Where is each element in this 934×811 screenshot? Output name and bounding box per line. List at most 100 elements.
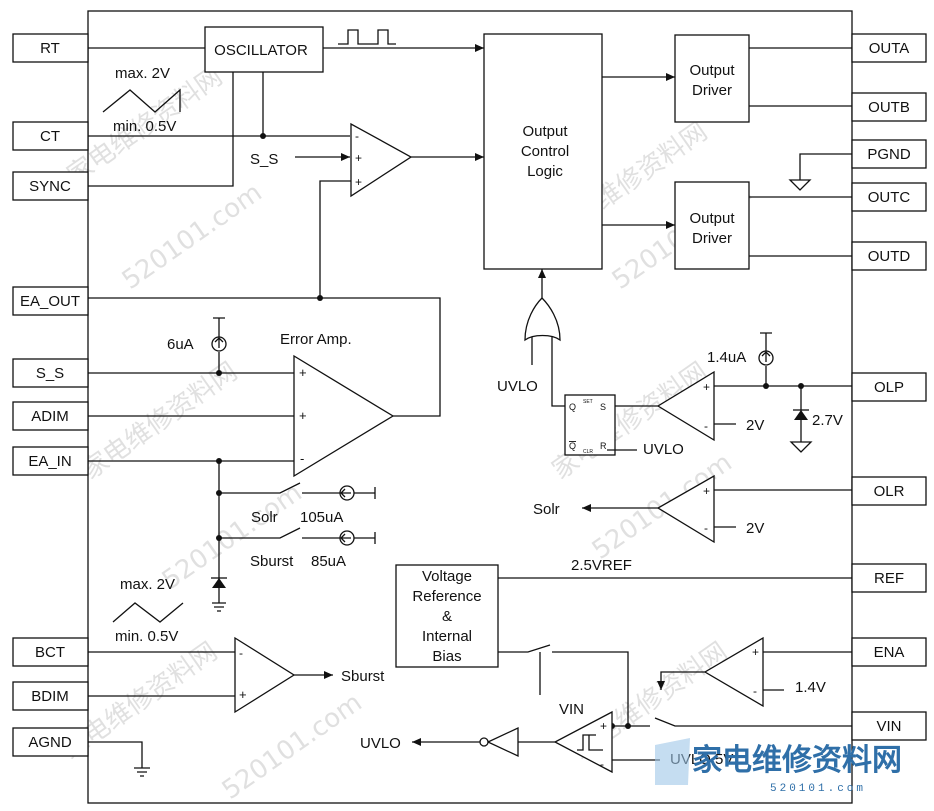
inverter-buffer [486,726,519,758]
hysteresis-icon [577,734,603,751]
pin-ena-label: ENA [874,644,905,661]
sburst-switch-label: Sburst [250,553,294,570]
sburst-out-label: Sburst [341,668,385,685]
pwm-comparator [350,122,413,198]
arrow-head-icon [475,44,484,52]
error-amp-label: Error Amp. [280,331,352,348]
logo-text-url: 520101.com [770,783,866,795]
comp-plus: + [355,175,362,189]
vref-line1: Voltage [422,568,472,585]
pin-olr [851,476,927,506]
pin-pgnd [851,139,927,169]
olr-comparator [656,474,715,544]
driver-top-line1: Output [689,62,735,79]
output-driver-top [674,34,750,123]
wire-pgnd [799,153,852,180]
wire-sync [88,72,234,187]
vcc-icon [213,317,225,337]
solr-out-label: Solr [533,501,560,518]
current-85ua-label: 85uA [311,553,346,570]
current-1-4ua-label: 1.4uA [707,349,746,366]
sr-flip-flop [564,394,616,456]
ground-icon [789,441,813,453]
sawtooth-wave-icon [102,88,181,113]
arrow-head-icon [341,153,350,161]
pin-ena [851,637,927,667]
arrow-head-icon [324,671,333,679]
ea-minus: - [300,451,304,466]
ground-icon [134,767,150,777]
pin-ct-label: CT [40,128,60,145]
logo-text-cn: 家电维修资料网 [692,743,902,778]
pin-ea-out [12,286,89,316]
pin-agnd-label: AGND [28,734,72,751]
wire-ea-comp [319,180,351,298]
pin-adim-label: ADIM [31,408,69,425]
arrow-head-icon [657,681,665,690]
pin-outb [851,92,927,122]
vref-line4: Internal [422,628,472,645]
vin-comp-minus: - [600,757,604,771]
wire-agnd [88,741,143,768]
pin-vin-label: VIN [876,718,901,735]
driver-top-line2: Driver [692,82,732,99]
pin-outd [851,241,927,271]
pin-sync-label: SYNC [29,178,71,195]
vcc-icon [354,487,376,499]
zener-diode-icon [794,410,808,420]
logo-emblem-icon [655,738,690,785]
solr-switch-label: Solr [251,509,278,526]
pin-olp-label: OLP [874,379,904,396]
pin-outd-label: OUTD [868,248,911,265]
ena-ref-label: 1.4V [795,679,826,696]
arrow-up-icon [214,337,224,348]
pin-s-s-label: S_S [36,365,64,382]
vcc-icon [760,332,772,351]
current-6ua-label: 6uA [167,336,194,353]
arrow-up-icon [761,351,771,362]
driver-bottom-line2: Driver [692,230,732,247]
uvlo-out-label: UVLO [360,735,401,752]
pin-pgnd-label: PGND [867,146,911,163]
junction-dot [625,723,631,729]
uvlo-ff-label: UVLO [643,441,684,458]
olr-ref-label: 2V [746,520,764,537]
pin-ea-in-label: EA_IN [28,453,71,470]
pin-s-s [12,358,89,388]
ff-qbar-label: Q [569,441,576,451]
burst-comp-plus: + [239,687,247,702]
olp-ref-label: 2V [746,417,764,434]
output-control-logic-block [483,33,603,270]
vin-comp-label: VIN [559,701,584,718]
ea-plus: + [299,408,307,423]
zener-diode-icon [212,578,226,588]
vref-line3: & [442,608,452,625]
sburst-switch [219,527,340,539]
arrow-left-icon [340,533,351,543]
right-pins: OUTA OUTB PGND OUTC OUTD OLP OLR REF ENA… [851,33,927,741]
arrow-head-icon [666,221,675,229]
ground-icon [212,602,226,612]
pin-bdim-label: BDIM [31,688,69,705]
inverter-bubble [479,737,489,747]
arrow-head-icon [666,73,675,81]
watermark-text: 520101.com [117,178,268,296]
olp-comp-plus: + [703,380,710,394]
pin-ref-label: REF [874,570,904,587]
ground-icon [788,179,812,191]
ena-comparator [703,636,764,708]
pin-ea-in [12,446,89,476]
output-driver-bottom [674,181,750,270]
zener-2-7v-label: 2.7V [812,412,843,429]
logic-label-line1: Output [522,123,568,140]
solr-switch [219,482,340,494]
burst-min-label: min. 0.5V [115,628,178,645]
wire-ff-or [551,337,565,407]
arrow-head-icon [412,738,421,746]
ena-comp-minus: - [753,684,757,698]
oscillator-block [204,26,324,73]
watermark-text: 520101.com [157,478,308,596]
olr-comp-plus: + [703,484,710,498]
pin-outa-label: OUTA [869,40,910,57]
